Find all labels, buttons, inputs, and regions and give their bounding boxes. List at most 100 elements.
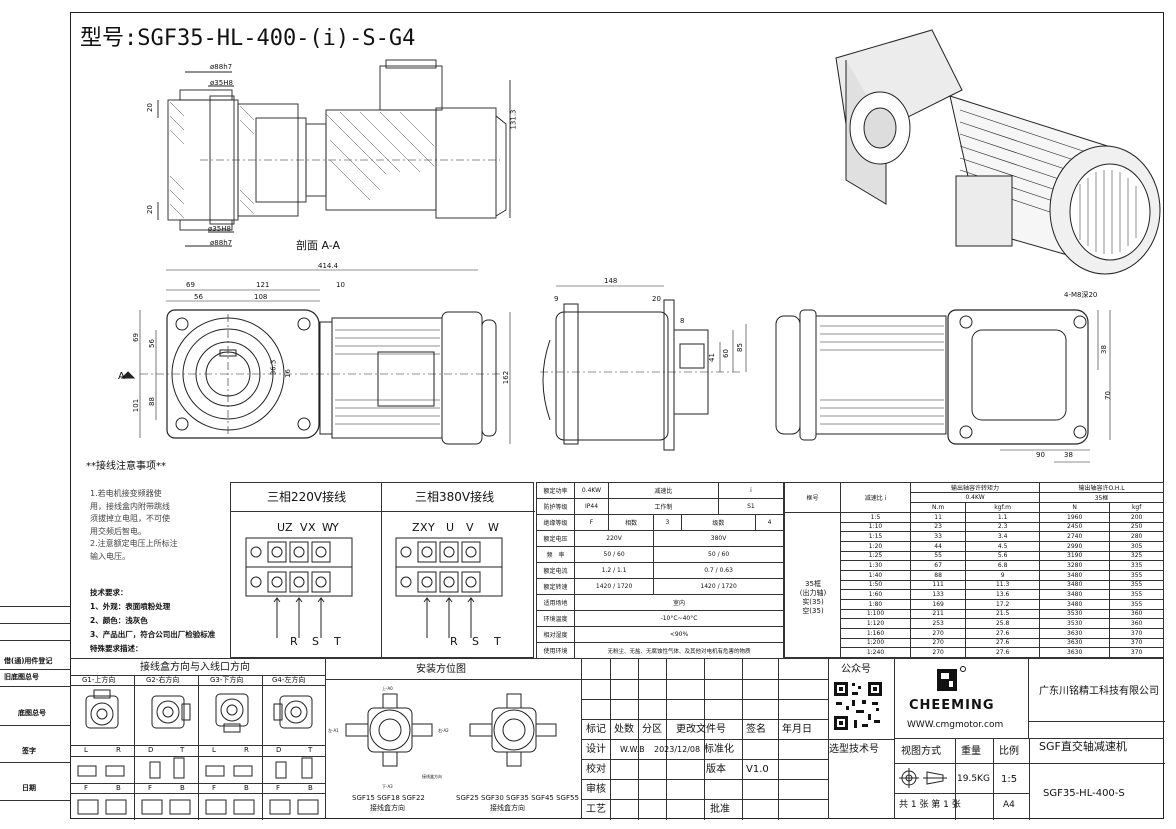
terminal-label: W xyxy=(322,521,333,534)
table-cell: 270 xyxy=(909,627,967,639)
dim-label: 90 xyxy=(1036,451,1045,459)
notes-lines: 1.若电机接变频器使用，接线盒内附带跳线须拔掉立电阻，不可使 用交频后智电。2.… xyxy=(90,489,178,561)
terminal-label: T xyxy=(334,635,341,648)
dim-label: 60 xyxy=(721,349,730,358)
terminal-label: X xyxy=(420,521,428,534)
terminal-label: Z xyxy=(412,521,420,534)
install-caption: 接线盒方向 xyxy=(370,804,405,812)
brand-name: CHEEMING xyxy=(909,698,995,713)
table-cell: 3280 xyxy=(1039,560,1111,571)
table-cell: 1:40 xyxy=(840,569,911,581)
margin-strip xyxy=(0,640,70,820)
dim-label: 20 xyxy=(145,103,154,112)
table-cell: 1:20 xyxy=(840,540,911,552)
table-cell: 55 xyxy=(909,550,967,562)
side-label: 签字 xyxy=(22,747,36,755)
dim-label: 88 xyxy=(147,397,156,406)
brand-url: WWW.cmgmotor.com xyxy=(907,720,1004,730)
terminal-label: Z xyxy=(285,521,293,534)
table-cell: 11 xyxy=(909,511,967,523)
dim-label: ø88h7 xyxy=(210,63,233,71)
side-label: 日期 xyxy=(22,784,36,792)
table-cell: 1:15 xyxy=(840,531,911,542)
table-cell: 355 xyxy=(1109,589,1164,600)
table-cell: 280 xyxy=(1109,531,1164,542)
table-cell: 27.6 xyxy=(965,637,1041,649)
side-label: 底图总号 xyxy=(18,709,46,717)
table-cell: 305 xyxy=(1109,540,1164,552)
table-cell: 200 xyxy=(1109,511,1164,523)
revision-block: 标记 处数 分区 更改文件号 签名 年月日 设计 W.W.B 2023/12/0… xyxy=(582,658,828,820)
dim-label: 38 xyxy=(1064,451,1073,459)
terminal-label: Y xyxy=(428,521,435,534)
table-cell: 1:200 xyxy=(840,637,911,649)
table-cell: 3480 xyxy=(1039,569,1111,581)
qr-code-icon xyxy=(832,680,884,732)
dim-label: ø88h7 xyxy=(210,239,233,247)
table-cell: 355 xyxy=(1109,579,1164,591)
terminal-label: U xyxy=(446,521,455,534)
table-row: 相对湿度<90% xyxy=(536,626,784,643)
table-cell: 11.3 xyxy=(965,579,1041,591)
table-cell: 1:240 xyxy=(840,647,911,658)
table-cell: 3530 xyxy=(1039,618,1111,629)
dim-label: ø35H8 xyxy=(210,79,233,87)
terminal-label: W xyxy=(488,521,499,534)
table-row: 使用环境无粉尘、无盐、无腐蚀性气体、及其他对电机有危害的物质 xyxy=(536,642,784,659)
dim-label: ø35H8 xyxy=(208,225,231,233)
section-marker: A xyxy=(118,371,125,382)
table-cell: 1:160 xyxy=(840,627,911,639)
table-cell: 3.4 xyxy=(965,531,1041,542)
table-cell: 360 xyxy=(1109,618,1164,629)
table-cell: 1:10 xyxy=(840,521,911,533)
terminal-label: X xyxy=(308,521,316,534)
install-caption: SGF15 SGF18 SGF22 xyxy=(352,794,425,802)
qr-panel: 公众号 选型技术号 xyxy=(828,658,895,819)
table-cell: 6.8 xyxy=(965,560,1041,571)
table-row: 适用场地室内 xyxy=(536,594,784,611)
cheeming-logo-icon xyxy=(937,666,966,691)
dim-label: 108 xyxy=(254,293,268,301)
dim-label: 70 xyxy=(1103,391,1112,400)
table-cell: 360 xyxy=(1109,608,1164,620)
section-label: 剖面 A-A xyxy=(296,239,341,252)
table-cell: 3630 xyxy=(1039,647,1111,658)
motor-3d-render xyxy=(835,29,1161,275)
install-icons xyxy=(345,693,557,767)
table-cell: 1:60 xyxy=(840,589,911,600)
table-cell: 4.5 xyxy=(965,540,1041,552)
terminal-label: T xyxy=(494,635,501,648)
dim-label: 20 xyxy=(652,295,661,303)
table-cell: 1:120 xyxy=(840,618,911,629)
notes-title: **接线注意事项** xyxy=(86,461,166,472)
company-panel: 广东川铭精工科技有限公司 xyxy=(1028,658,1165,738)
dim-label: 36.3 xyxy=(269,359,278,376)
table-cell: 3630 xyxy=(1039,627,1111,639)
terminal-label: V xyxy=(300,521,308,534)
table-cell: 23 xyxy=(909,521,967,533)
wiring-220-title: 三相220V接线 xyxy=(267,490,347,504)
table-cell: 3630 xyxy=(1039,637,1111,649)
table-cell: 25.8 xyxy=(965,618,1041,629)
dim-label: 20 xyxy=(145,205,154,214)
projection-symbol-icon xyxy=(899,768,947,788)
side-label: 借(通)用件登记 xyxy=(4,657,53,665)
drawing-sheet xyxy=(70,12,1164,819)
dim-label: 85 xyxy=(735,343,744,352)
dim-label: 56 xyxy=(147,339,156,348)
table-cell: 33 xyxy=(909,531,967,542)
install-panel: 安装方位图 SGF15 SGF18 SGF22 接线盒方向 SGF25 SGF3… xyxy=(326,658,582,819)
terminal-label: S xyxy=(312,635,319,648)
terminal-label: R xyxy=(450,635,458,648)
